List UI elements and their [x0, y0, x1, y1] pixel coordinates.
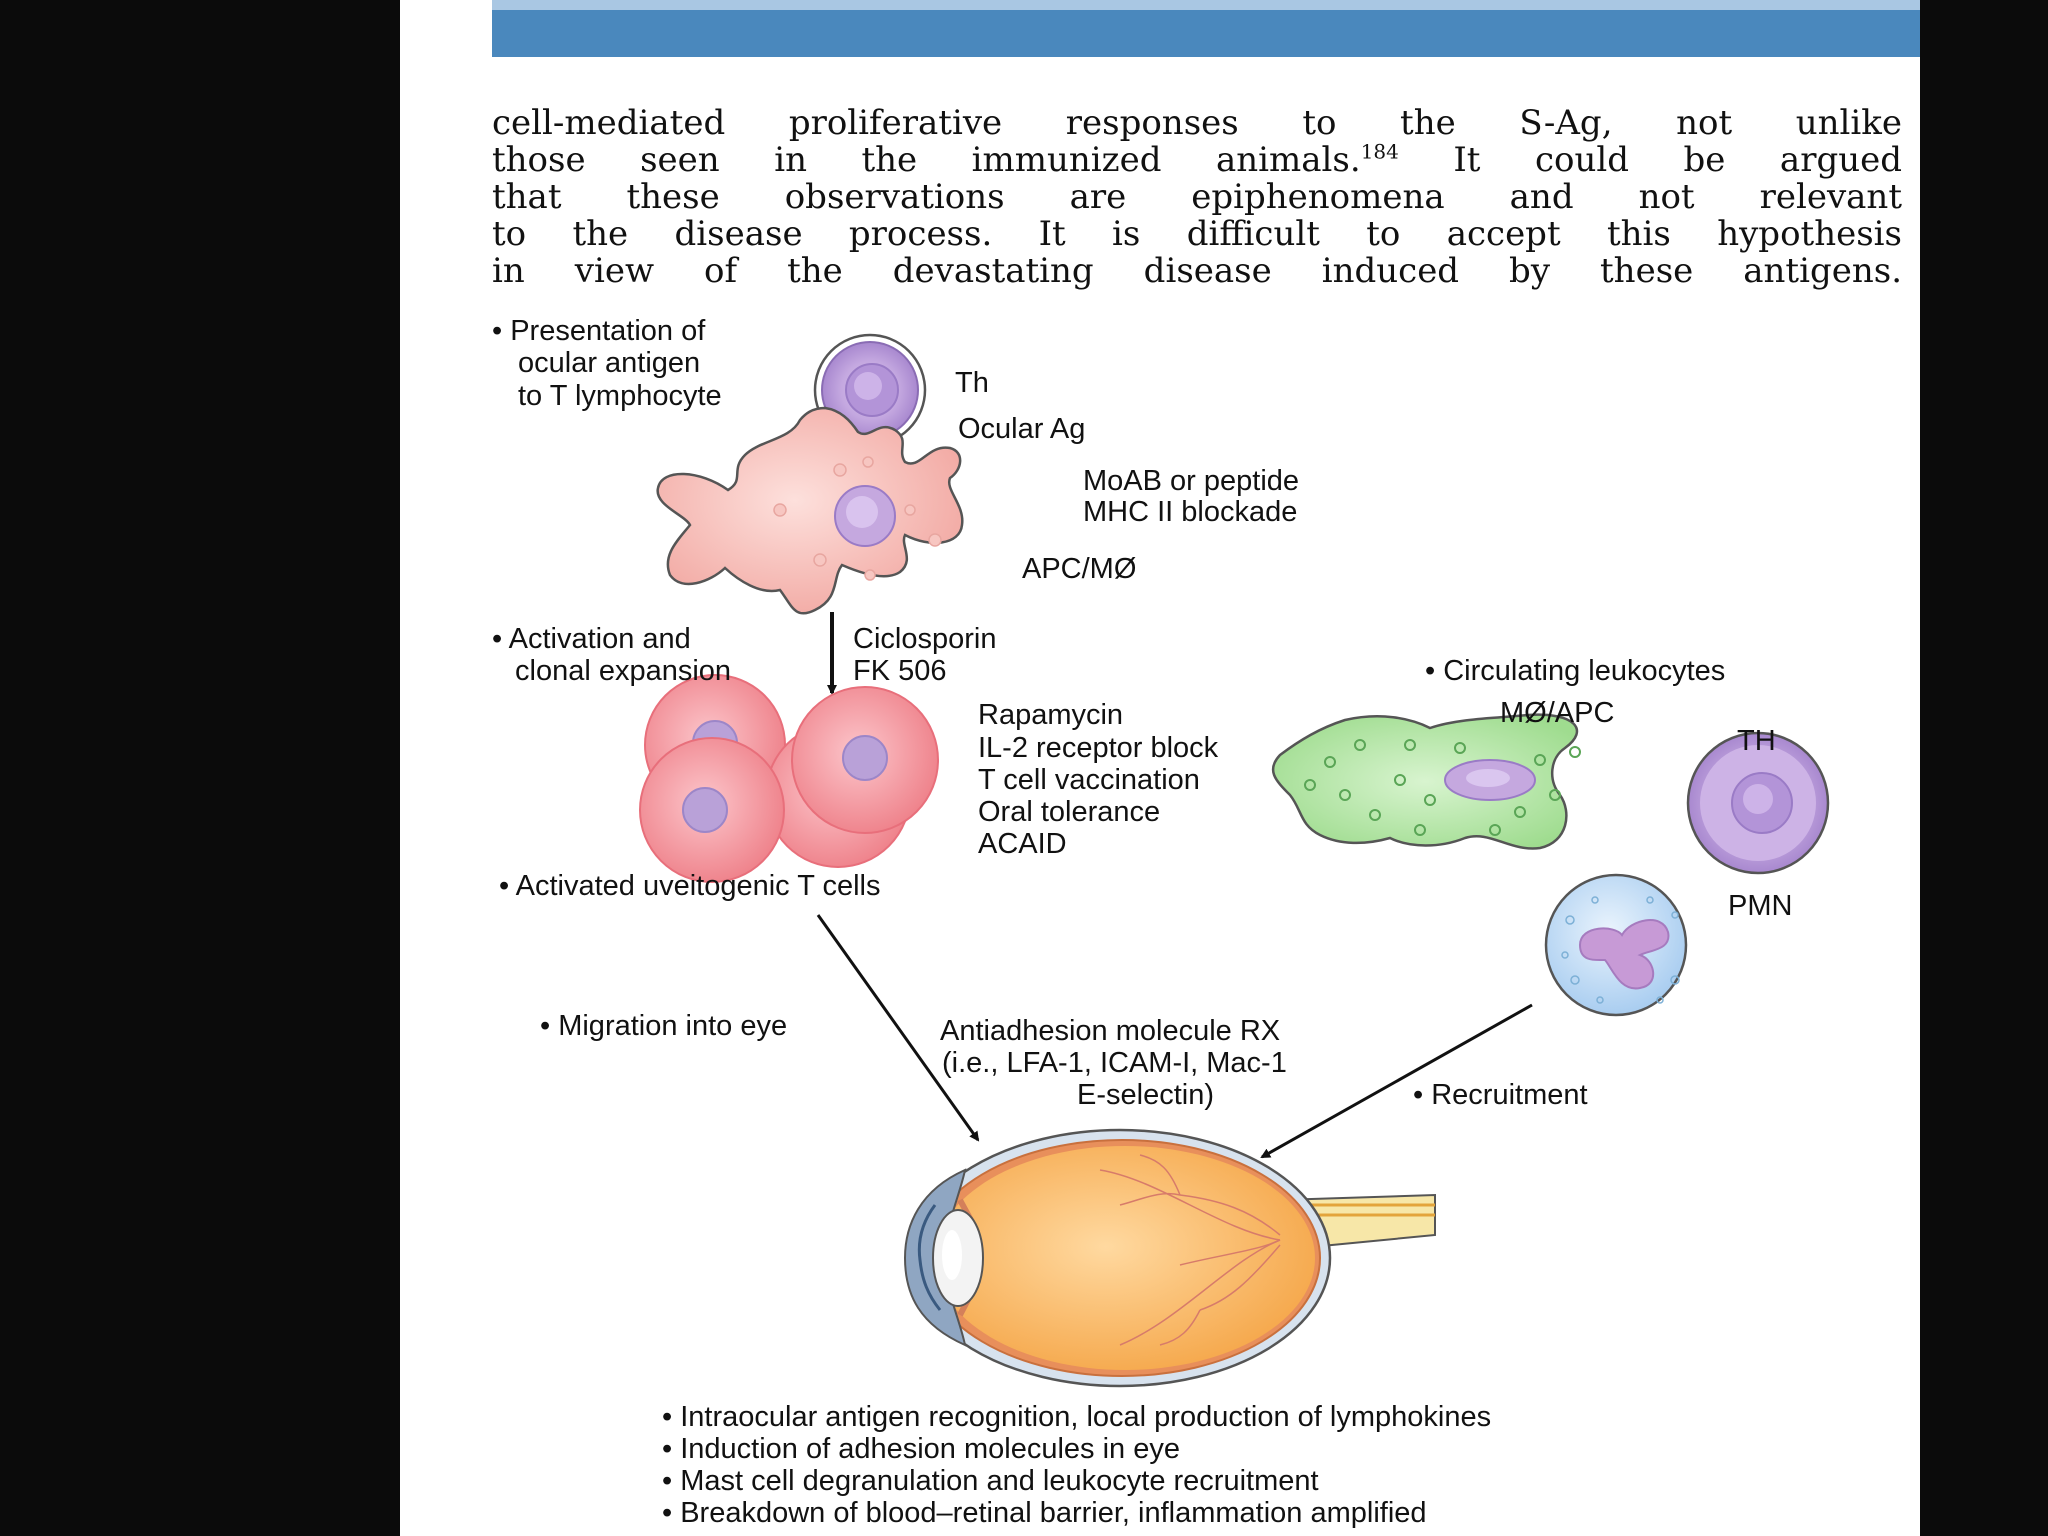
body-paragraph: cell-mediated proliferative responses to… [492, 105, 1902, 290]
recruitment-label: • Recruitment [1413, 1079, 1588, 1111]
apc-label: APC/MØ [1022, 553, 1136, 585]
migration-label: • Migration into eye [540, 1010, 787, 1042]
presentation-label: ocular antigen [518, 347, 700, 379]
header-bar-highlight [492, 0, 1920, 10]
presentation-label: • Presentation of [492, 315, 706, 347]
bottom-bullet: • Mast cell degranulation and leukocyte … [662, 1465, 1319, 1497]
mo-apc-label: MØ/APC [1500, 697, 1614, 729]
circulating-label: • Circulating leukocytes [1425, 655, 1725, 687]
document-page: cell-mediated proliferative responses to… [400, 0, 1920, 1536]
bottom-bullet: • Breakdown of blood–retinal barrier, in… [662, 1497, 1427, 1529]
circulating-macrophage-icon [1271, 713, 1581, 850]
moab-label: MoAB or peptide [1083, 465, 1299, 497]
circulating-th-cell-icon [1686, 731, 1830, 875]
migration-arrow [816, 914, 980, 1142]
pmn-label: PMN [1728, 890, 1792, 922]
treatment-label: T cell vaccination [978, 764, 1200, 796]
paragraph-line: that these observations are epiphenomena… [492, 177, 1902, 217]
header-bar [492, 10, 1920, 57]
paragraph-text: It could be argued [1398, 140, 1902, 180]
recruitment-arrow [1260, 1003, 1533, 1159]
paragraph-line: those seen in the immunized animals.184 … [492, 142, 1902, 179]
apc-macrophage-icon [656, 406, 964, 615]
treatment-label: Rapamycin [978, 699, 1123, 731]
antiadhesion-label: Antiadhesion molecule RX [940, 1015, 1280, 1047]
paragraph-line: cell-mediated proliferative responses to… [492, 103, 1902, 143]
clonal-expansion-cells-icon [639, 674, 939, 883]
treatment-label: ACAID [978, 828, 1067, 860]
reference-number: 184 [1360, 139, 1399, 164]
paragraph-line: to the disease process. It is difficult … [492, 214, 1902, 254]
th-label: Th [955, 367, 989, 399]
pmn-neutrophil-icon [1544, 873, 1688, 1017]
activation-label: clonal expansion [515, 655, 731, 687]
ciclosporin-label: FK 506 [853, 655, 947, 687]
antiadhesion-label: (i.e., LFA-1, ICAM-I, Mac-1 [942, 1047, 1287, 1079]
treatment-label: IL-2 receptor block [978, 732, 1219, 764]
bottom-bullet: • Induction of adhesion molecules in eye [662, 1433, 1180, 1465]
presentation-label: to T lymphocyte [518, 380, 722, 412]
immunopathogenesis-figure: • Presentation of ocular antigen to T ly… [492, 315, 1830, 1529]
ciclosporin-label: Ciclosporin [853, 623, 996, 655]
paragraph-line: in view of the devastating disease induc… [492, 251, 1902, 291]
bottom-bullet: • Intraocular antigen recognition, local… [662, 1401, 1491, 1433]
ocular-ag-label: Ocular Ag [958, 413, 1085, 445]
moab-label: MHC II blockade [1083, 496, 1297, 528]
retinal-vessels [1099, 1154, 1281, 1346]
treatment-label: Oral tolerance [978, 796, 1160, 828]
activated-label: • Activated uveitogenic T cells [499, 870, 880, 902]
activation-label: • Activation and [492, 623, 691, 655]
eye-cross-section-icon [903, 1128, 1436, 1388]
th-upper-label: TH [1737, 725, 1776, 757]
paragraph-text: those seen in the immunized animals. [492, 140, 1361, 180]
antiadhesion-label: E-selectin) [1077, 1079, 1214, 1111]
